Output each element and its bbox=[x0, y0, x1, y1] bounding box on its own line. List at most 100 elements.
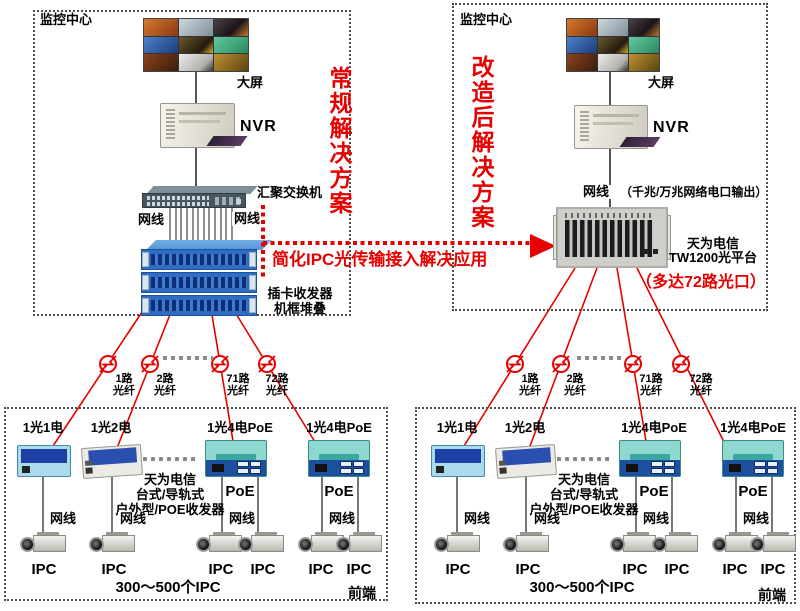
ipc-count-note: 300～500个IPC bbox=[529, 579, 635, 596]
poe-label: PoE bbox=[324, 483, 354, 500]
video-wall bbox=[566, 18, 660, 72]
converter-1f4e-poe bbox=[308, 440, 370, 477]
big-screen-label: 大屏 bbox=[237, 75, 264, 90]
ip-camera bbox=[503, 531, 549, 557]
fiber-label: 1路光纤 bbox=[113, 373, 135, 398]
converter-1f4e-poe bbox=[619, 440, 681, 477]
ipc-label: IPC bbox=[250, 561, 276, 578]
fiber-label: 2路光纤 bbox=[564, 373, 586, 398]
ip-camera bbox=[652, 531, 698, 557]
platform-label-2: TW1200光平台 bbox=[668, 250, 758, 265]
converter-1f1e bbox=[431, 445, 485, 477]
device-label: 1光2电 bbox=[504, 420, 546, 435]
cable-label: 网线 bbox=[118, 511, 149, 527]
converter-1f2e bbox=[494, 443, 558, 480]
nvr-label: NVR bbox=[240, 118, 277, 135]
switch-label: 汇聚交换机 bbox=[257, 185, 323, 200]
ipc-label: IPC bbox=[31, 561, 57, 578]
device-label: 1光1电 bbox=[436, 420, 478, 435]
converter-1f4e-poe bbox=[205, 440, 267, 477]
left-box-title: 监控中心 bbox=[40, 12, 93, 27]
ipc-label: IPC bbox=[722, 561, 748, 578]
ports-note: （多达72路光口） bbox=[636, 274, 766, 291]
frontend-note-2: 台式/导轨式 bbox=[549, 487, 619, 502]
arrow-line bbox=[263, 241, 531, 245]
poe-label: PoE bbox=[225, 483, 255, 500]
ellipsis bbox=[163, 356, 213, 360]
device-label: 1光2电 bbox=[90, 420, 132, 435]
cable-label-left: 网线 bbox=[136, 212, 167, 228]
ip-camera bbox=[750, 531, 796, 557]
ipc-label: IPC bbox=[622, 561, 648, 578]
ip-camera bbox=[336, 531, 382, 557]
aggregation-switch bbox=[142, 186, 258, 209]
fiber-label: 72路光纤 bbox=[689, 373, 713, 398]
device-label: 1光4电PoE bbox=[621, 420, 687, 435]
platform-label-1: 天为电信 bbox=[686, 236, 740, 251]
nvr-device bbox=[574, 105, 661, 149]
ellipsis bbox=[577, 356, 625, 360]
ip-camera bbox=[89, 531, 135, 557]
converter-1f2e bbox=[80, 443, 144, 480]
cable-label: 网线 bbox=[532, 511, 563, 527]
device-label: 1光4电PoE bbox=[306, 420, 372, 435]
transceiver-stack bbox=[141, 240, 272, 316]
nvr-device bbox=[160, 103, 248, 148]
big-screen-label: 大屏 bbox=[648, 75, 675, 90]
cable-label: 网线 bbox=[327, 511, 358, 527]
stack-label-2: 机框堆叠 bbox=[273, 301, 327, 316]
nvr-label: NVR bbox=[653, 119, 690, 136]
ipc-label: IPC bbox=[760, 561, 786, 578]
right-box-title: 监控中心 bbox=[460, 12, 513, 27]
ipc-label: IPC bbox=[101, 561, 127, 578]
ip-camera bbox=[298, 531, 344, 557]
ellipsis bbox=[557, 457, 612, 461]
ip-camera bbox=[20, 531, 66, 557]
fiber-label: 2路光纤 bbox=[154, 373, 176, 398]
ip-camera bbox=[434, 531, 480, 557]
cable-label: 网线 bbox=[48, 511, 79, 527]
right-monitor-box bbox=[452, 3, 768, 311]
cable-label: 网线 bbox=[741, 511, 772, 527]
frontend-corner-label: 前端 bbox=[758, 587, 786, 603]
frontend-note-2: 台式/导轨式 bbox=[135, 487, 205, 502]
video-wall bbox=[143, 18, 249, 72]
left-frontend-box bbox=[4, 407, 388, 601]
arrow-caption: 简化IPC光传输接入解决应用 bbox=[272, 250, 488, 269]
fiber-label: 72路光纤 bbox=[265, 373, 289, 398]
ipc-label: IPC bbox=[208, 561, 234, 578]
frontend-corner-label: 前端 bbox=[348, 585, 376, 601]
device-label: 1光4电PoE bbox=[207, 420, 273, 435]
right-frontend-box bbox=[415, 407, 796, 604]
ellipsis bbox=[143, 457, 198, 461]
stack-label-1: 插卡收发器 bbox=[267, 286, 333, 301]
right-solution-title: 改造后解决方案 bbox=[468, 55, 494, 230]
ipc-count-note: 300～500个IPC bbox=[115, 579, 221, 596]
frontend-note-1: 天为电信 bbox=[143, 472, 197, 487]
ipc-label: IPC bbox=[664, 561, 690, 578]
arrow-head-icon bbox=[530, 234, 556, 258]
poe-label: PoE bbox=[639, 483, 669, 500]
ip-camera bbox=[712, 531, 758, 557]
left-solution-title: 常规解决方案 bbox=[326, 66, 352, 216]
ipc-label: IPC bbox=[308, 561, 334, 578]
ip-camera bbox=[238, 531, 284, 557]
tw1200-platform bbox=[553, 207, 671, 268]
converter-1f1e bbox=[17, 445, 71, 477]
output-note: （千兆/万兆网络电口输出） bbox=[620, 185, 768, 199]
cable-label-right: 网线 bbox=[232, 211, 263, 227]
poe-label: PoE bbox=[738, 483, 768, 500]
device-label: 1光4电PoE bbox=[720, 420, 786, 435]
cable-label: 网线 bbox=[581, 184, 612, 200]
ipc-label: IPC bbox=[515, 561, 541, 578]
fiber-label: 1路光纤 bbox=[519, 373, 541, 398]
ip-camera bbox=[610, 531, 656, 557]
device-label: 1光1电 bbox=[22, 420, 64, 435]
cable-label: 网线 bbox=[227, 511, 258, 527]
converter-1f4e-poe bbox=[722, 440, 784, 477]
ipc-label: IPC bbox=[445, 561, 471, 578]
cable-label: 网线 bbox=[462, 511, 493, 527]
cable-label: 网线 bbox=[641, 511, 672, 527]
ip-camera bbox=[196, 531, 242, 557]
